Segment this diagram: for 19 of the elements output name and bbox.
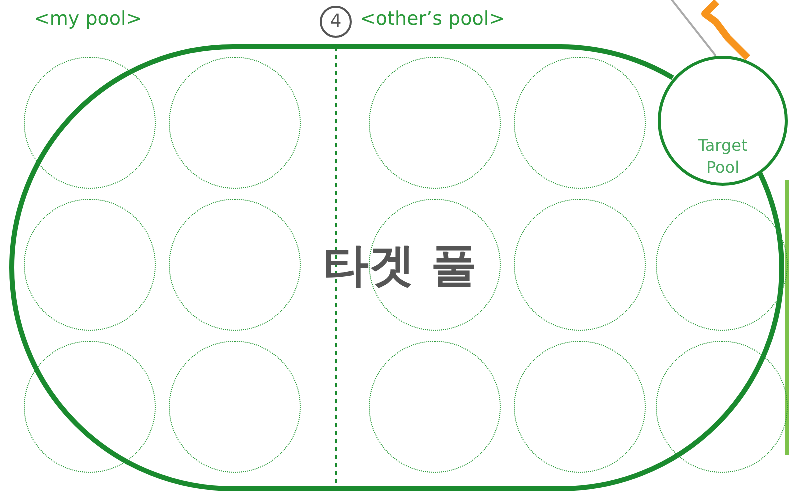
dotted-circle (656, 341, 788, 473)
section-label: <my pool> (34, 8, 142, 30)
dotted-circle (514, 341, 646, 473)
dotted-circle (514, 57, 646, 189)
dotted-circle (24, 341, 156, 473)
dotted-circle (369, 57, 501, 189)
dotted-circle (24, 199, 156, 331)
dotted-circle (369, 341, 501, 473)
dotted-circle (656, 199, 788, 331)
target-circle (658, 56, 788, 186)
dotted-circle (169, 199, 301, 331)
dotted-circle (514, 199, 646, 331)
pool-title: 타겟 풀 (323, 237, 478, 294)
pool-label: Target Pool (697, 135, 749, 179)
dotted-circle (24, 57, 156, 189)
dotted-circle (169, 57, 301, 189)
section-label: <other’s pool> (360, 8, 506, 30)
dotted-circle (169, 341, 301, 473)
callout-number: 4 (320, 6, 352, 38)
